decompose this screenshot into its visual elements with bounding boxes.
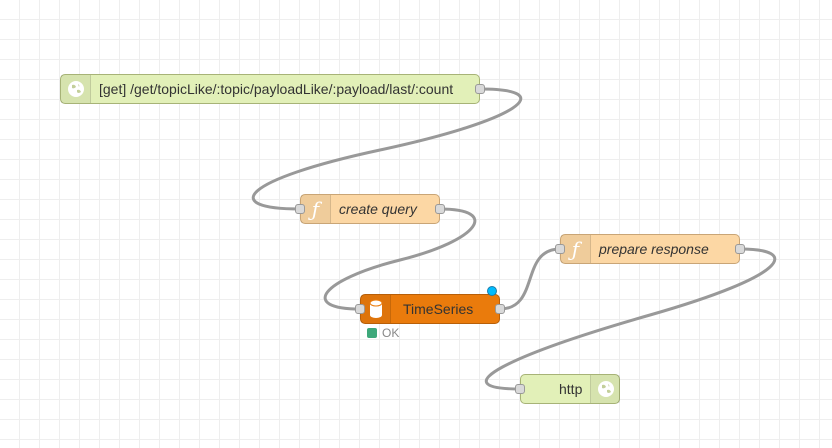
timeseries-status: OK [367, 326, 399, 340]
prepare-response-label: prepare response [599, 241, 709, 257]
wire-prepare-response-to-http[interactable] [484, 247, 777, 391]
http-in-output-port[interactable] [475, 84, 485, 94]
changed-indicator [487, 286, 497, 296]
timeseries-input-port[interactable] [355, 304, 365, 314]
function-icon: ƒ [561, 235, 591, 263]
http-response-node[interactable]: http [520, 374, 621, 404]
status-text: OK [382, 326, 400, 340]
http-response-input-port[interactable] [515, 384, 525, 394]
wire-timeseries-to-prepare-response[interactable] [499, 247, 561, 311]
create-query-output-port[interactable] [435, 204, 445, 214]
globe-icon [590, 375, 621, 403]
prepare-response-output-port[interactable] [735, 244, 745, 254]
globe-icon [61, 75, 91, 103]
create-query-node[interactable]: ƒ create query [300, 194, 440, 224]
timeseries-output-port[interactable] [495, 304, 505, 314]
prepare-response-node[interactable]: ƒ prepare response [560, 234, 740, 264]
timeseries-node[interactable]: TimeSeries [360, 294, 500, 324]
create-query-input-port[interactable] [295, 204, 305, 214]
prepare-response-input-port[interactable] [555, 244, 565, 254]
create-query-label: create query [339, 201, 417, 217]
wire-create-query-to-timeseries[interactable] [323, 207, 477, 311]
status-dot [367, 328, 377, 338]
database-icon [361, 295, 391, 323]
http-in-label: [get] /get/topicLike/:topic/payloadLike/… [99, 81, 454, 97]
http-response-label: http [559, 381, 583, 397]
function-icon: ƒ [301, 195, 331, 223]
wire-http-in-to-create-query[interactable] [251, 87, 523, 211]
http-in-node[interactable]: [get] /get/topicLike/:topic/payloadLike/… [60, 74, 480, 104]
timeseries-label: TimeSeries [403, 301, 474, 317]
